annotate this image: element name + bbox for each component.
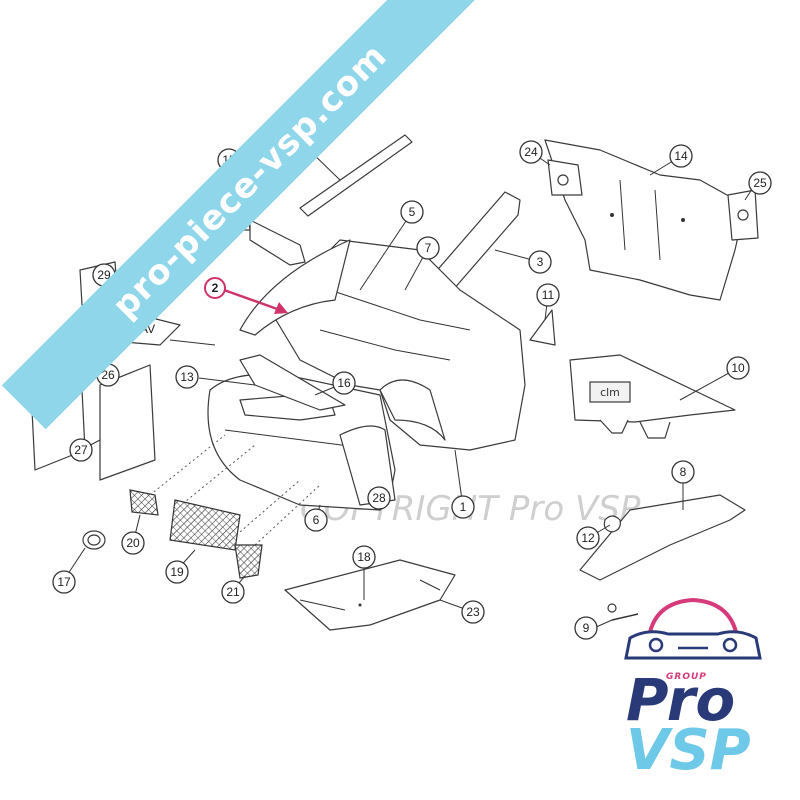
- callout-1: 1: [451, 495, 475, 519]
- svg-text:11: 11: [542, 288, 555, 302]
- svg-text:27: 27: [74, 443, 88, 457]
- callout-25: 25: [748, 171, 772, 195]
- svg-text:17: 17: [57, 575, 71, 589]
- callout-2: 2: [204, 277, 226, 299]
- callout-24: 24: [519, 140, 543, 164]
- callout-13: 13: [175, 365, 199, 389]
- svg-text:21: 21: [226, 585, 240, 599]
- svg-text:5: 5: [409, 205, 416, 219]
- callout-5: 5: [400, 200, 424, 224]
- callout-21: 21: [221, 580, 245, 604]
- part-19-grille: [169, 499, 241, 551]
- part-16-grille: [239, 354, 346, 411]
- highlight-arrow: [223, 288, 288, 314]
- svg-text:2: 2: [212, 281, 219, 295]
- svg-text:23: 23: [466, 605, 480, 619]
- svg-text:9: 9: [583, 621, 590, 635]
- part-11-piece: [529, 309, 556, 346]
- logo-pro-text: Pro: [626, 666, 736, 734]
- svg-text:1: 1: [460, 500, 467, 514]
- callout-9: 9: [574, 616, 598, 640]
- part-24-bracket: [547, 159, 583, 196]
- svg-text:3: 3: [537, 255, 544, 269]
- svg-text:6: 6: [313, 513, 320, 527]
- part-2-wing: [239, 239, 351, 336]
- svg-text:8: 8: [680, 465, 687, 479]
- pro-vsp-logo: GROUP Pro VSP: [608, 590, 778, 790]
- svg-text:18: 18: [357, 550, 371, 564]
- callout-7: 7: [416, 236, 440, 260]
- svg-text:16: 16: [337, 376, 351, 390]
- callout-11: 11: [536, 283, 560, 307]
- svg-text:25: 25: [753, 176, 767, 190]
- car-outline-icon: [624, 597, 762, 660]
- part-27-panel: [99, 364, 156, 481]
- svg-text:13: 13: [180, 370, 194, 384]
- logo-vsp-text: VSP: [626, 718, 751, 783]
- callout-10: 10: [726, 356, 750, 380]
- callout-14: 14: [669, 144, 693, 168]
- part-10-panel: clm: [569, 354, 736, 439]
- callout-3: 3: [528, 250, 552, 274]
- part-8-panel: [579, 494, 746, 581]
- part-25-bracket: [727, 189, 759, 241]
- svg-text:7: 7: [425, 241, 432, 255]
- callout-12: 12: [576, 526, 600, 550]
- part-12-clip: [603, 515, 621, 533]
- part-15-extension: [249, 219, 306, 266]
- svg-text:20: 20: [126, 536, 140, 550]
- svg-text:14: 14: [674, 149, 688, 163]
- callout-27: 27: [69, 438, 93, 462]
- part-4-strip: [299, 134, 413, 217]
- part-9-bolt: [607, 603, 639, 621]
- callout-18: 18: [352, 545, 376, 569]
- svg-text:28: 28: [372, 491, 386, 505]
- callout-28: 28: [367, 486, 391, 510]
- svg-text:10: 10: [731, 361, 745, 375]
- svg-text:19: 19: [170, 565, 184, 579]
- callout-8: 8: [671, 460, 695, 484]
- part-14-panel: [544, 139, 746, 301]
- callout-17: 17: [52, 570, 76, 594]
- part-18-tray: [284, 559, 456, 631]
- projection-line: [149, 434, 321, 546]
- logo-group-text: GROUP: [666, 672, 707, 682]
- svg-text:12: 12: [581, 531, 595, 545]
- callout-6: 6: [304, 508, 328, 532]
- svg-text:26: 26: [101, 368, 115, 382]
- part-28-liner: [339, 425, 396, 506]
- part-21-grille: [234, 544, 263, 579]
- callout-20: 20: [121, 531, 145, 555]
- part-20-grille: [129, 489, 159, 516]
- callout-16: 16: [332, 371, 356, 395]
- callout-23: 23: [461, 600, 485, 624]
- part-17-cap: [82, 530, 106, 550]
- svg-text:24: 24: [524, 145, 538, 159]
- callout-19: 19: [165, 560, 189, 584]
- svg-text:clm: clm: [600, 386, 620, 399]
